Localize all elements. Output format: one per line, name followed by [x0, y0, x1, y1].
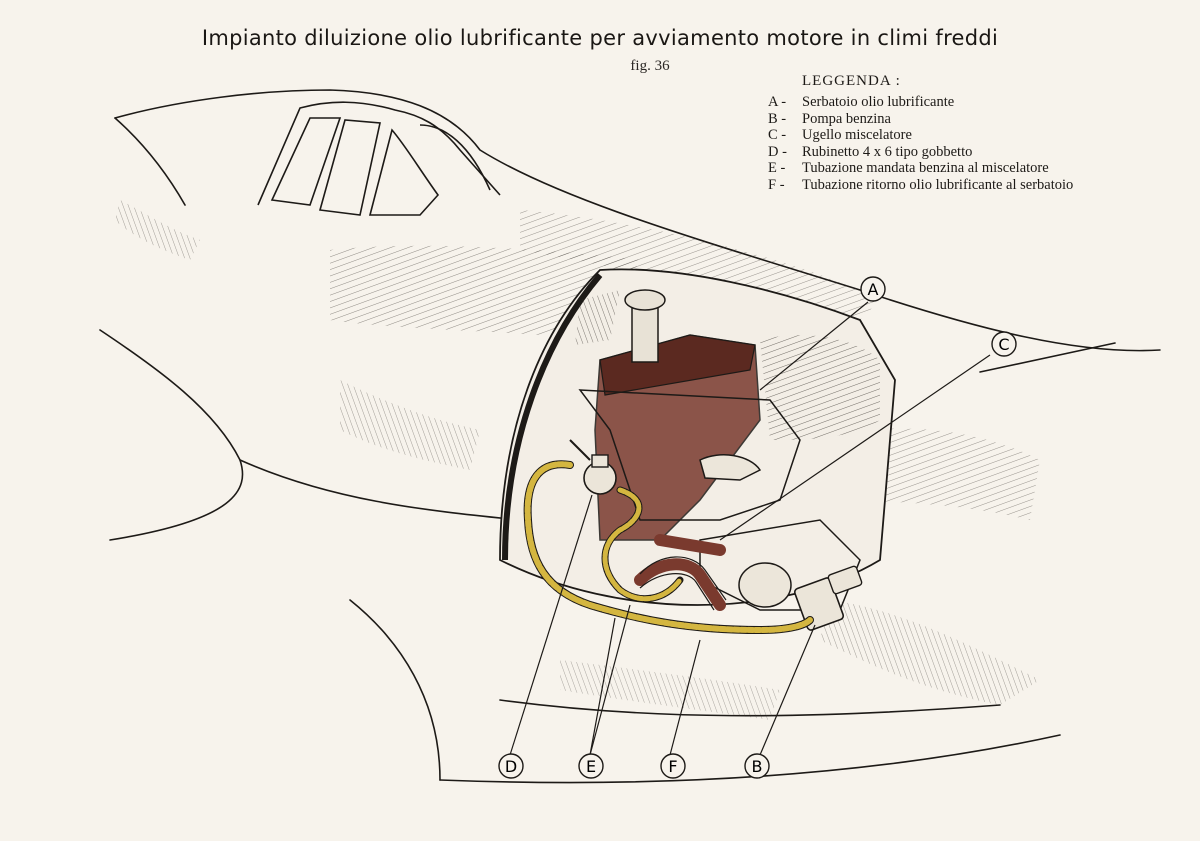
legend-key: D - — [768, 143, 787, 160]
legend-text: Rubinetto 4 x 6 tipo gobbetto — [802, 143, 973, 160]
oil-tank — [594, 289, 761, 541]
legend-text: Serbatoio olio lubrificante — [802, 94, 955, 110]
legend-key: F - — [768, 176, 785, 193]
legend-item-e: E - Tubazione mandata benzina al miscelat… — [768, 160, 1168, 177]
fuel-pump — [793, 565, 863, 631]
callout-b: B — [744, 753, 770, 779]
callout-e: E — [578, 753, 604, 779]
leader-lines — [509, 301, 991, 756]
callout-d: D — [498, 753, 524, 779]
legend-item-f: F - Tubazione ritorno olio lubrificante a… — [768, 177, 1168, 194]
cockpit-canopy — [257, 101, 501, 216]
legend-list: A - Serbatoio olio lubrificante B - Pompa … — [768, 94, 1168, 193]
legend-item-a: A - Serbatoio olio lubrificante — [768, 94, 1168, 111]
legend-text: Tubazione ritorno olio lubrificante al s… — [802, 176, 1074, 193]
figure-title: Impianto diluizione olio lubrificante pe… — [201, 26, 999, 50]
callout-label-d: D — [505, 757, 517, 776]
legend-key: C - — [768, 127, 787, 143]
callout-label-c: C — [998, 335, 1009, 354]
callout-a: A — [860, 276, 886, 302]
legend-text: Tubazione mandata benzina al miscelatore — [802, 160, 1049, 176]
legend-text: Ugello miscelatore — [802, 127, 912, 143]
legend-key: B - — [768, 110, 787, 127]
legend-text: Pompa benzina — [802, 110, 891, 127]
callout-c: C — [991, 331, 1017, 357]
legend: LEGGENDA : A - Serbatoio olio lubrificant… — [768, 72, 1168, 193]
legend-item-b: B - Pompa benzina — [768, 111, 1168, 128]
callout-label-e: E — [586, 757, 596, 776]
fuel-line — [523, 460, 814, 635]
callout-f: F — [660, 753, 686, 779]
figure-number: fig. 36 — [630, 58, 670, 74]
callout-label-f: F — [668, 757, 677, 776]
callout-label-a: A — [868, 280, 879, 299]
oil-return-pipe-outline — [639, 556, 727, 611]
legend-key: E - — [768, 160, 786, 176]
callouts: A C D E F B — [498, 276, 1017, 779]
legend-item-d: D - Rubinetto 4 x 6 tipo gobbetto — [768, 144, 1168, 161]
legend-key: A - — [768, 94, 787, 110]
fuselage-outline — [99, 89, 1161, 784]
oil-return-pipe — [634, 534, 726, 611]
callout-label-b: B — [752, 757, 763, 776]
legend-heading: LEGGENDA : — [802, 73, 901, 89]
dilution-valve — [569, 439, 617, 495]
legend-item-c: C - Ugello miscelatore — [768, 127, 1168, 144]
